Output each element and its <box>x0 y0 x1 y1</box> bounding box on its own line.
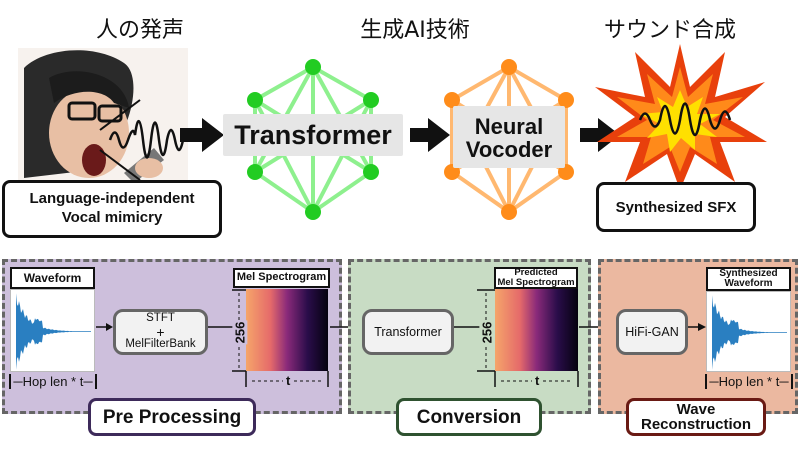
input-callout-line2: Vocal mimicry <box>61 209 163 226</box>
vocoder-label-line1: Neural <box>474 113 544 139</box>
predicted-spec-header-line2: Mel Spectrogram <box>497 277 575 288</box>
waveform-axis-label: ─Hop len * t─ <box>8 374 98 389</box>
wave-reconstruction-line2: Reconstruction <box>640 416 751 433</box>
output-callout: Synthesized SFX <box>596 182 756 232</box>
synth-waveform-axis-text: Hop len * t <box>718 374 780 389</box>
arrow-right-icon <box>410 118 450 152</box>
hifigan-box: HiFi-GAN <box>616 309 688 355</box>
waveform-axis-text: Hop len * t <box>22 374 84 389</box>
predicted-spec-y-label: 256 <box>479 320 495 345</box>
wave-reconstruction-line1: Wave <box>676 401 716 418</box>
transformer-box: Transformer <box>362 309 454 355</box>
title-generative-ai: 生成AI技術 <box>360 18 470 43</box>
synth-waveform-plot <box>706 291 791 372</box>
melfilterbank-label: MelFilterBank <box>125 338 196 351</box>
title-human-voice: 人の発声 <box>95 18 184 43</box>
arrow-right-icon <box>180 118 224 152</box>
vocoder-label-line2: Vocoder <box>465 137 553 162</box>
stft-melfilterbank-box: STFT + MelFilterBank <box>113 309 208 355</box>
conversion-label: Conversion <box>396 398 542 436</box>
spec-x-label: t <box>283 373 294 388</box>
wave-reconstruction-label: Wave Reconstruction <box>626 398 766 436</box>
input-waveform-plot <box>10 289 95 372</box>
arrow-right-icon <box>580 118 620 152</box>
arrow-icon <box>688 323 706 331</box>
synth-waveform-header-line2: Waveform <box>724 278 773 289</box>
vocoder-label: Neural Vocoder <box>453 106 565 168</box>
transformer-label: Transformer <box>223 114 403 156</box>
input-callout: Language-independent Vocal mimicry <box>2 180 222 238</box>
predicted-spec-header-line1: Predicted <box>514 267 558 279</box>
title-sound-synthesis: サウンド合成 <box>603 18 736 43</box>
explosion-icon <box>595 44 767 190</box>
waveform-header: Waveform <box>10 267 95 289</box>
predicted-spec-header: Predicted Mel Spectrogram <box>494 267 578 289</box>
synth-waveform-axis-label: ─Hop len * t─ <box>703 374 795 389</box>
plus-label: + <box>156 323 165 340</box>
voice-wave-icon <box>99 99 192 181</box>
spec-y-label: 256 <box>232 320 248 345</box>
synth-waveform-header: Synthesized Waveform <box>706 267 791 291</box>
mel-spectrogram-header: Mel Spectrogram <box>233 268 330 288</box>
pre-processing-label: Pre Processing <box>88 398 256 436</box>
synth-waveform-header-line1: Synthesized <box>719 267 778 279</box>
arrow-icon <box>96 323 113 331</box>
input-callout-line1: Language-independent <box>29 190 195 208</box>
mel-spectrogram-plot <box>232 289 329 387</box>
stft-label: STFT <box>146 311 175 324</box>
predicted-spec-x-label: t <box>532 373 543 388</box>
